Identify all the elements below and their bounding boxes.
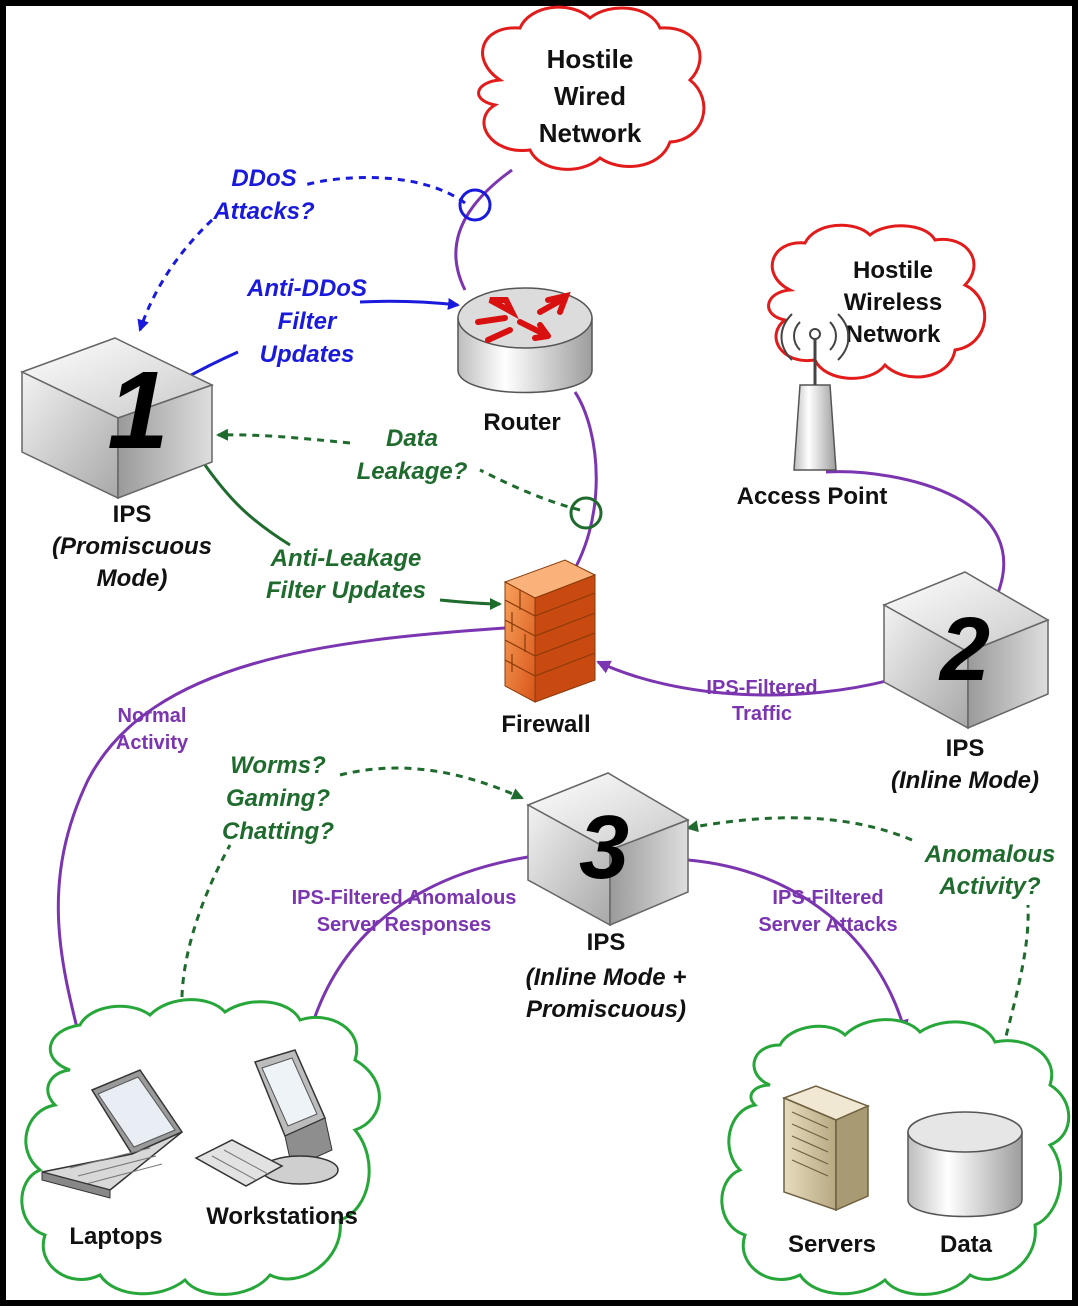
workstation-icon (194, 1049, 339, 1187)
leakage-probe-line (479, 468, 581, 512)
worms-line-2: Gaming? (226, 785, 330, 812)
database-icon (907, 1111, 1023, 1218)
anti-leakage-arrow (439, 597, 502, 610)
worms-arrow-line (339, 766, 524, 800)
anti-ddos-line-1: Anti-DDoS (246, 275, 367, 302)
wireless-cloud-line-1: Hostile (853, 257, 933, 284)
ips3-box-icon (526, 772, 690, 927)
data-label: Data (940, 1231, 993, 1258)
ddos-arrow-line (137, 218, 214, 332)
anomalous-responses-line-2: Server Responses (317, 914, 492, 936)
anti-leakage-line (203, 464, 291, 547)
access-point-icon (780, 313, 850, 471)
link-ips3-clients (306, 855, 529, 1034)
ips3-number: 3 (579, 798, 629, 898)
laptop-icon (41, 1069, 184, 1199)
router-icon (457, 287, 593, 394)
servers-label: Servers (788, 1231, 876, 1258)
laptops-label: Laptops (69, 1223, 162, 1250)
firewall-label: Firewall (501, 711, 590, 738)
data-leakage-line-2: Leakage? (357, 458, 468, 485)
anti-ddos-line (359, 297, 460, 310)
ddos-attacks-line-1: DDoS (231, 165, 296, 192)
worms-line-3: Chatting? (222, 818, 334, 845)
ips3-title: IPS (587, 929, 626, 956)
normal-activity-line-1: Normal (118, 705, 187, 727)
hostile-wireless-cloud (767, 223, 987, 380)
leakage-arrow-line (216, 428, 351, 445)
wired-cloud-line-2: Wired (554, 81, 626, 111)
normal-activity-line-2: Activity (116, 732, 189, 754)
ips-filtered-traffic-line-2: Traffic (732, 703, 792, 725)
anomalous-responses-line-1: IPS-Filtered Anomalous (292, 887, 517, 909)
anomalous-arrow-line (686, 816, 913, 842)
ips3-mode-line-1: (Inline Mode + (526, 964, 687, 991)
ips3-mode-line-2: Promiscuous) (526, 996, 686, 1023)
tap-circle-ddos (458, 188, 492, 222)
link-ips3-servers (687, 858, 909, 1034)
data-leakage-line-1: Data (386, 425, 438, 452)
tap-circle-leakage (569, 496, 603, 530)
firewall-icon (503, 559, 597, 703)
access-point-label: Access Point (737, 483, 888, 510)
anomalous-activity-line-1: Anomalous (924, 841, 1056, 868)
hostile-wired-cloud (477, 5, 706, 171)
link-ap-ips2 (825, 470, 1005, 601)
anti-ddos-line-2: Filter (278, 308, 338, 335)
link-ips2-firewall (596, 660, 899, 697)
worms-line-1: Worms? (230, 752, 326, 779)
ips2-number: 2 (938, 600, 990, 700)
server-attacks-line-2: Server Attacks (758, 914, 897, 936)
wireless-cloud-line-2: Wireless (844, 289, 943, 316)
wired-cloud-line-1: Hostile (547, 44, 634, 74)
ips1-mode-line-2: Mode) (97, 565, 168, 592)
link-wired-router (454, 168, 513, 291)
server-icon (781, 1085, 870, 1212)
server-attacks-line-1: IPS-Filtered (772, 887, 883, 909)
ddos-probe-line (304, 175, 466, 205)
workstations-label: Workstations (206, 1203, 358, 1230)
ips-filtered-traffic-line-1: IPS-Filtered (706, 677, 817, 699)
ddos-attacks-line-2: Attacks? (212, 198, 315, 225)
ips2-title: IPS (946, 735, 985, 762)
router-label: Router (483, 409, 560, 436)
anti-leakage-line-1: Anti-Leakage (270, 545, 422, 572)
wireless-cloud-line-3: Network (846, 321, 941, 348)
anti-ddos-line-3: Updates (260, 341, 355, 368)
ips2-mode-line-1: (Inline Mode) (891, 767, 1039, 794)
anomalous-probe-line (1001, 904, 1030, 1049)
worms-probe-line (180, 844, 232, 1011)
link-firewall-laptops (56, 626, 506, 1041)
wired-cloud-line-3: Network (539, 118, 642, 148)
ips1-title: IPS (113, 501, 152, 528)
anti-leakage-line-2: Filter Updates (266, 577, 426, 604)
link-router-firewall (563, 391, 598, 586)
ips2-box-icon (882, 571, 1050, 730)
anomalous-activity-line-2: Activity? (938, 873, 1041, 900)
ips1-number: 1 (107, 349, 168, 472)
ips1-box-icon (20, 337, 214, 500)
ips1-mode-line-1: (Promiscuous (52, 533, 212, 560)
